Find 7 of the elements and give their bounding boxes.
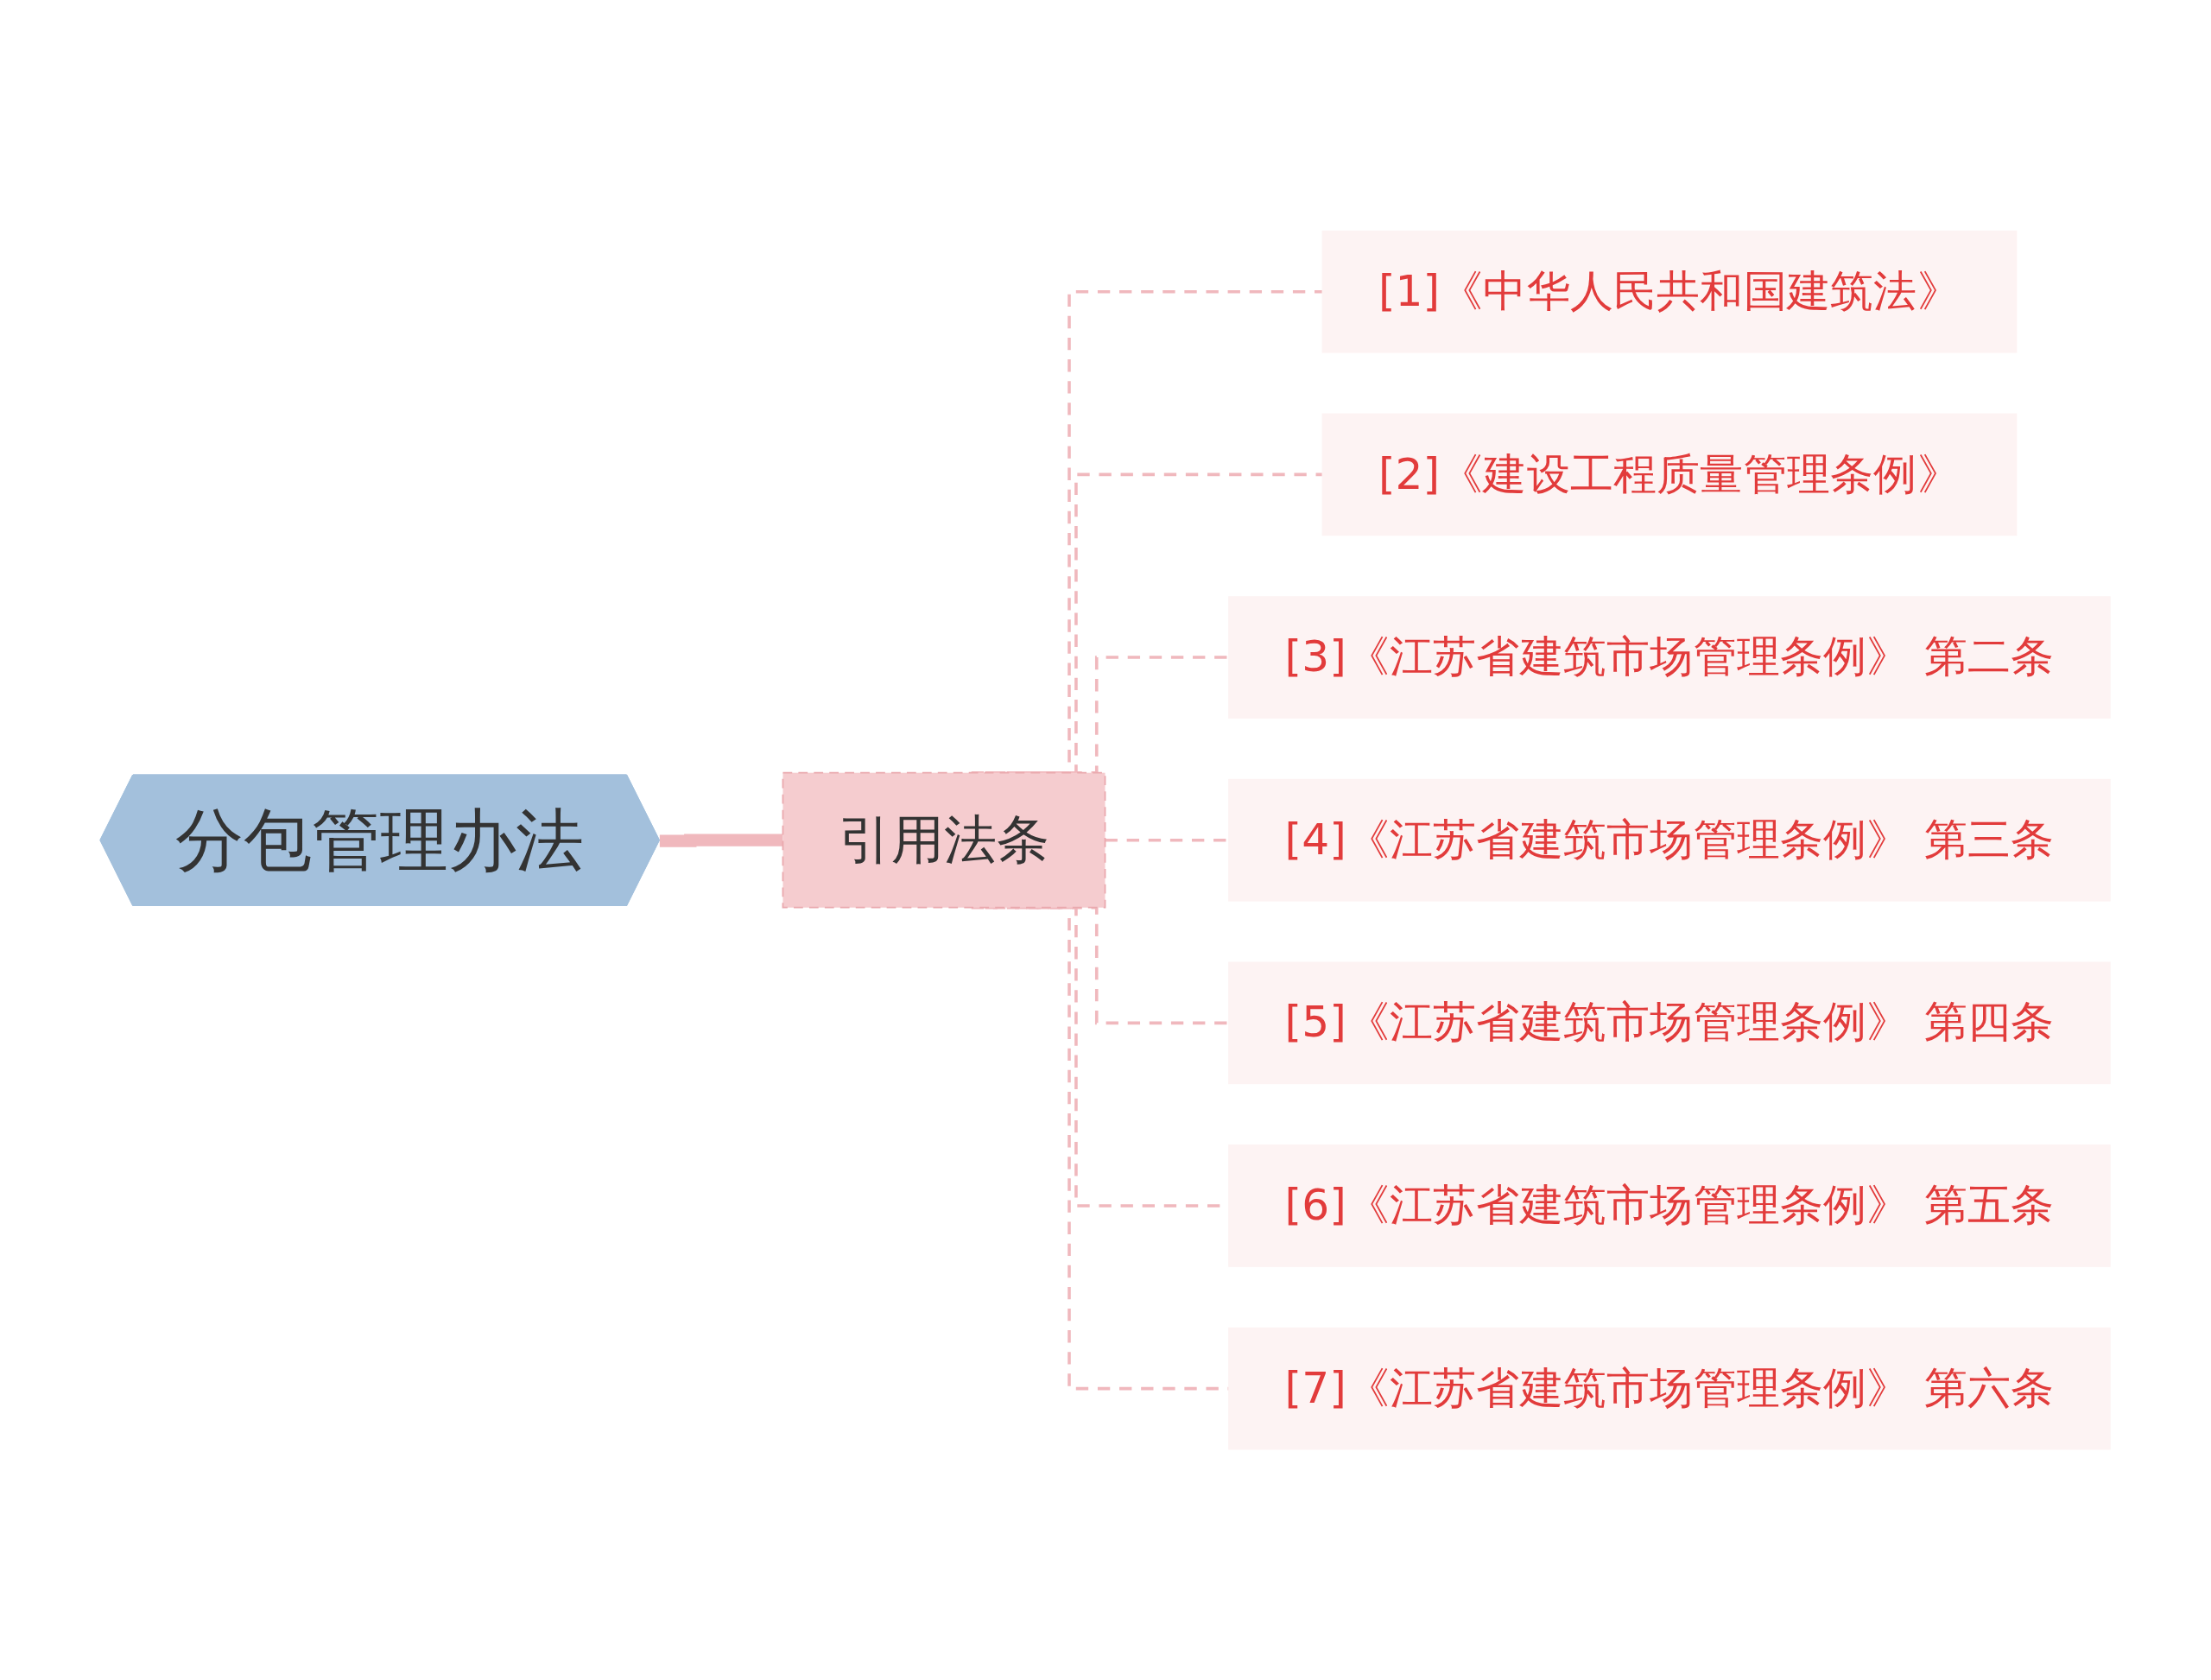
node-box: [7]《江苏省建筑市场管理条例》 第六条: [1228, 1327, 2112, 1450]
node-box: [3]《江苏省建筑市场管理条例》 第二条: [1228, 596, 2112, 719]
node-box: 引用法条: [782, 771, 1106, 909]
node-box: [5]《江苏省建筑市场管理条例》 第四条: [1228, 961, 2112, 1084]
node-box: [1]《中华人民共和国建筑法》: [1321, 230, 2018, 353]
node-box: [2]《建设工程质量管理条例》: [1321, 413, 2018, 536]
connector: [660, 834, 783, 847]
